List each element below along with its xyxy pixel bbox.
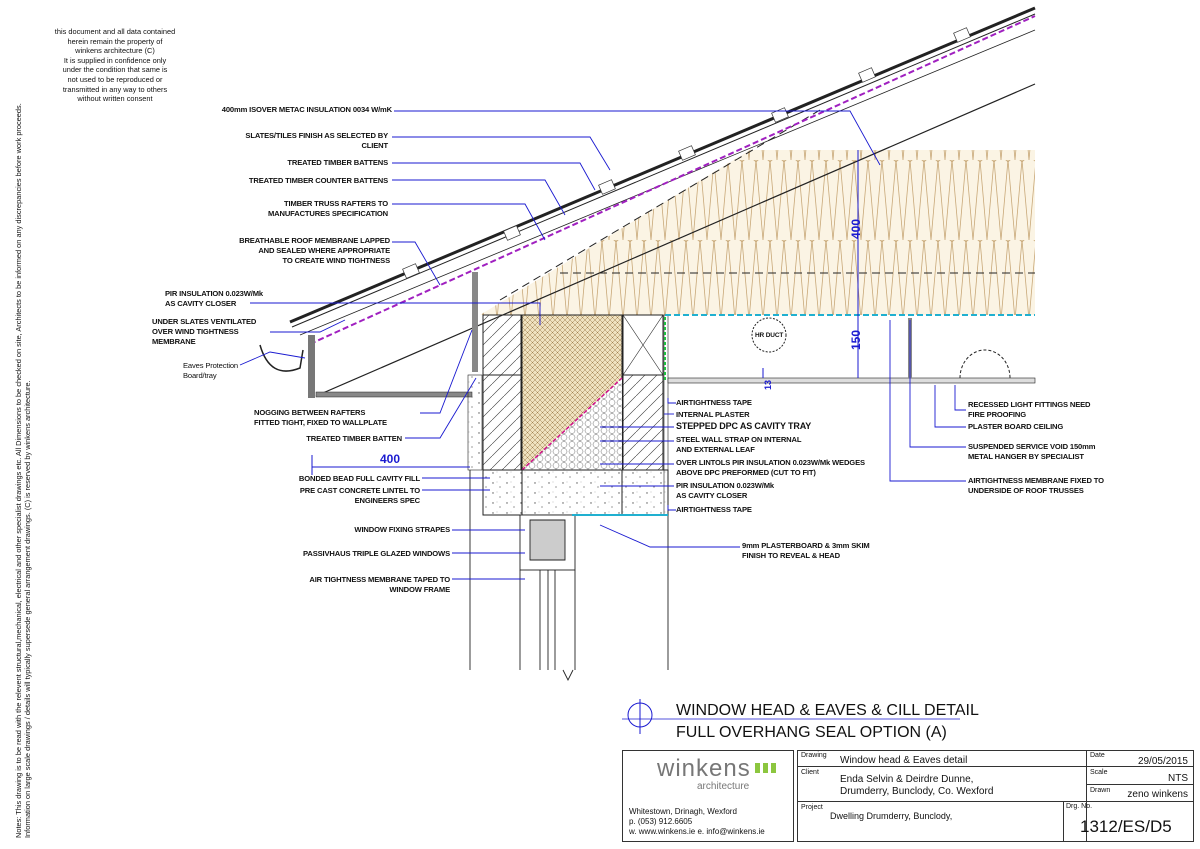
date-label: Date (1090, 752, 1105, 759)
drawn-by: zeno winkens (1127, 789, 1188, 800)
breathable-membrane (309, 15, 1036, 345)
label-triple-glazed: PASSIVHAUS TRIPLE GLAZED WINDOWS (303, 549, 450, 558)
client-name: Enda Selvin & Deirdre Dunne, Drumderry, … (840, 774, 994, 797)
label-battens: TREATED TIMBER BATTENS (287, 158, 388, 167)
logo-mark-icon (755, 763, 779, 773)
label-nogging: NOGGING BETWEEN RAFTERS FITTED TIGHT, FI… (254, 408, 387, 427)
drawing-number: 1312/ES/D5 (1080, 817, 1172, 836)
dim-eaves-width: 400 (380, 452, 401, 466)
date-value: 29/05/2015 (1137, 756, 1188, 767)
drawing-name: Window head & Eaves detail (840, 755, 968, 766)
drawing-title: WINDOW HEAD & EAVES & CILL DETAIL (676, 702, 979, 719)
label-roof-insulation: 400mm ISOVER METAC INSULATION 0034 W/mK (221, 105, 392, 114)
side-notes: Notes: This drawing is to be read with t… (14, 103, 32, 838)
label-under-slates: UNDER SLATES VENTILATED OVER WIND TIGHTN… (152, 317, 257, 346)
scale-value: NTS (1168, 773, 1188, 784)
label-pir-cavity-closer-top: PIR INSULATION 0.023W/Mk AS CAVITY CLOSE… (165, 289, 263, 308)
label-airtightness-tape-bottom: AIRTIGHTNESS TAPE (676, 505, 752, 514)
label-airtightness-membrane: AIRTIGHTNESS MEMBRANE FIXED TO UNDERSIDE… (968, 476, 1104, 495)
copyright-notice: this document and all data contained her… (54, 27, 176, 104)
logo-name: winkens (657, 755, 751, 782)
label-recessed-lights: RECESSED LIGHT FITTINGS NEED FIRE PROOFI… (968, 400, 1091, 419)
dim-plaster: 13 (763, 379, 774, 391)
logo-sub: architecture (697, 781, 750, 792)
label-internal-plaster: INTERNAL PLASTER (676, 410, 750, 419)
dim-insulation-depth: 400 (849, 218, 864, 240)
label-counter-battens: TREATED TIMBER COUNTER BATTENS (248, 176, 388, 185)
dim-service-void: 150 (849, 329, 864, 351)
client-label: Client (801, 769, 819, 776)
label-stepped-dpc: STEPPED DPC AS CAVITY TRAY (676, 421, 812, 431)
label-eaves-protection: Eaves Protection Board/tray (183, 361, 239, 380)
scale-label: Scale (1090, 769, 1108, 776)
label-membrane-window: AIR TIGHTNESS MEMBRANE TAPED TO WINDOW F… (309, 575, 450, 594)
drawing-number-label: Drg. No. (1066, 803, 1093, 810)
label-truss-rafters: TIMBER TRUSS RAFTERS TO MANUFACTURES SPE… (268, 199, 388, 218)
address: Whitestown, Drinagh, Wexford (629, 807, 737, 816)
label-wall-strap: STEEL WALL STRAP ON INTERNAL AND EXTERNA… (676, 435, 802, 454)
label-pir-cavity-closer: PIR INSULATION 0.023W/Mk AS CAVITY CLOSE… (676, 481, 774, 500)
hr-duct-label: HR DUCT (755, 332, 784, 339)
label-plasterboard-ceiling: PLASTER BOARD CEILING (968, 422, 1064, 431)
label-airtightness-tape-top: AIRTIGHTNESS TAPE (676, 398, 752, 407)
label-plasterboard-reveal: 9mm PLASTERBOARD & 3mm SKIM FINISH TO RE… (742, 541, 870, 560)
label-timber-batten: TREATED TIMBER BATTEN (306, 434, 402, 443)
title-block: Drawing Window head & Eaves detail Clien… (797, 750, 1194, 842)
web-email: w. www.winkens.ie e. info@winkens.ie (629, 827, 765, 836)
label-lintel: PRE CAST CONCRETE LINTEL TO ENGINEERS SP… (299, 486, 420, 505)
project-label: Project (801, 804, 823, 811)
label-bonded-bead: BONDED BEAD FULL CAVITY FILL (298, 474, 420, 483)
label-service-void: SUSPENDED SERVICE VOID 150mm METAL HANGE… (968, 442, 1096, 461)
logo-block: winkens architecture Whitestown, Drinagh… (622, 750, 794, 842)
label-roof-membrane: BREATHABLE ROOF MEMBRANE LAPPED AND SEAL… (239, 236, 390, 265)
drawn-label: Drawn (1090, 787, 1111, 794)
drawing-subtitle: FULL OVERHANG SEAL OPTION (A) (676, 724, 947, 741)
phone: p. (053) 912.6605 (629, 817, 693, 826)
project-name: Dwelling Drumderry, Bunclody, (830, 811, 953, 821)
drawing-label: Drawing (801, 752, 827, 759)
label-lintel-pir: OVER LINTOLS PIR INSULATION 0.023W/Mk WE… (676, 458, 865, 477)
label-slates: SLATES/TILES FINISH AS SELECTED BY CLIEN… (245, 131, 388, 150)
label-window-straps: WINDOW FIXING STRAPES (354, 525, 450, 534)
